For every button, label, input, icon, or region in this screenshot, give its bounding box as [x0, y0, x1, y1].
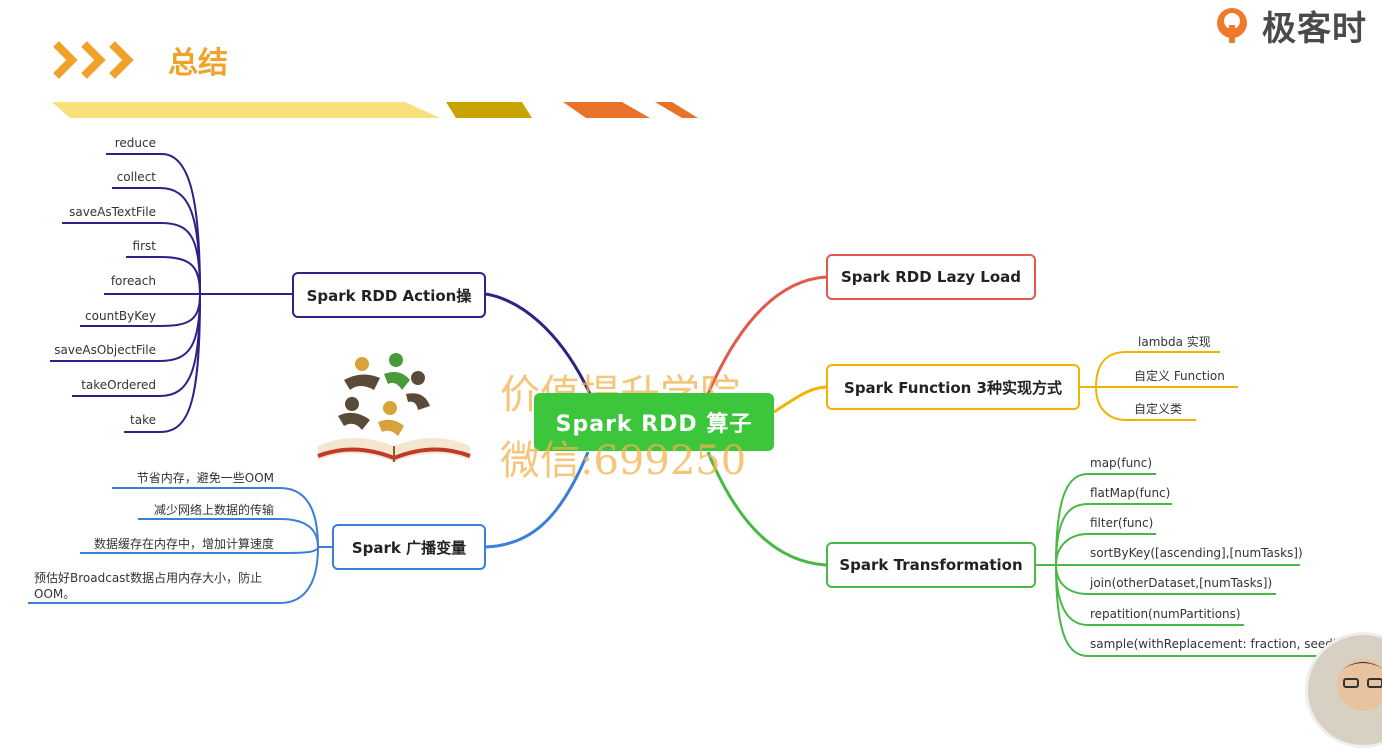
root-node: Spark RDD 算子 [534, 393, 774, 451]
action-leaf: foreach [110, 274, 156, 288]
broadcast-leaf: OOM。 [34, 587, 76, 601]
watermark-line2: 微信:699250 [500, 438, 747, 484]
brand-logo: 极客时 [1212, 0, 1367, 50]
action-leaf: collect [116, 170, 156, 184]
broadcast-leaf: 节省内存，避免一些OOM [136, 471, 274, 485]
transformation-node: Spark Transformation [826, 542, 1036, 588]
header-stripe [52, 102, 698, 118]
mindmap-connectors [28, 152, 1340, 657]
action-node: Spark RDD Action操 [292, 272, 486, 318]
transformation-leaf: repatition(numPartitions) [1090, 607, 1241, 621]
function-leaf: 自定义 Function [1134, 369, 1225, 383]
page-title: 总结 [168, 46, 228, 81]
action-leaf: saveAsObjectFile [54, 343, 156, 357]
transformation-leaf: filter(func) [1090, 516, 1154, 530]
brand-name: 极客时 [1262, 8, 1367, 49]
transformation-leaf: map(func) [1090, 456, 1153, 470]
function-leaf: 自定义类 [1134, 402, 1183, 416]
action-leaf: countByKey [85, 309, 156, 323]
broadcast-node: Spark 广播变量 [332, 524, 486, 570]
action-leaf: takeOrdered [81, 378, 156, 392]
chevrons-icon [53, 41, 134, 79]
broadcast-leaf: 减少网络上数据的传输 [153, 503, 274, 517]
broadcast-leaf: 数据缓存在内存中，增加计算速度 [93, 537, 274, 551]
transformation-leaf: join(otherDataset,[numTasks]) [1090, 576, 1273, 590]
book-logo-icon [317, 353, 471, 462]
function-leaf: lambda 实现 [1138, 335, 1211, 349]
lazy-load-node: Spark RDD Lazy Load [826, 254, 1036, 300]
action-leaf: reduce [114, 136, 156, 150]
transformation-leaf: flatMap(func) [1090, 486, 1171, 500]
action-leaf: first [132, 239, 156, 253]
transformation-leaf: sortByKey([ascending],[numTasks]) [1090, 546, 1303, 560]
action-leaf: saveAsTextFile [69, 205, 156, 219]
broadcast-leaf: 预估好Broadcast数据占用内存大小，防止 [34, 571, 263, 585]
transformation-leaf: sample(withReplacement: fraction, seed) [1090, 637, 1338, 651]
geekbang-logo-icon [1217, 8, 1247, 43]
function-node: Spark Function 3种实现方式 [826, 364, 1080, 410]
action-leaf: take [130, 413, 156, 427]
